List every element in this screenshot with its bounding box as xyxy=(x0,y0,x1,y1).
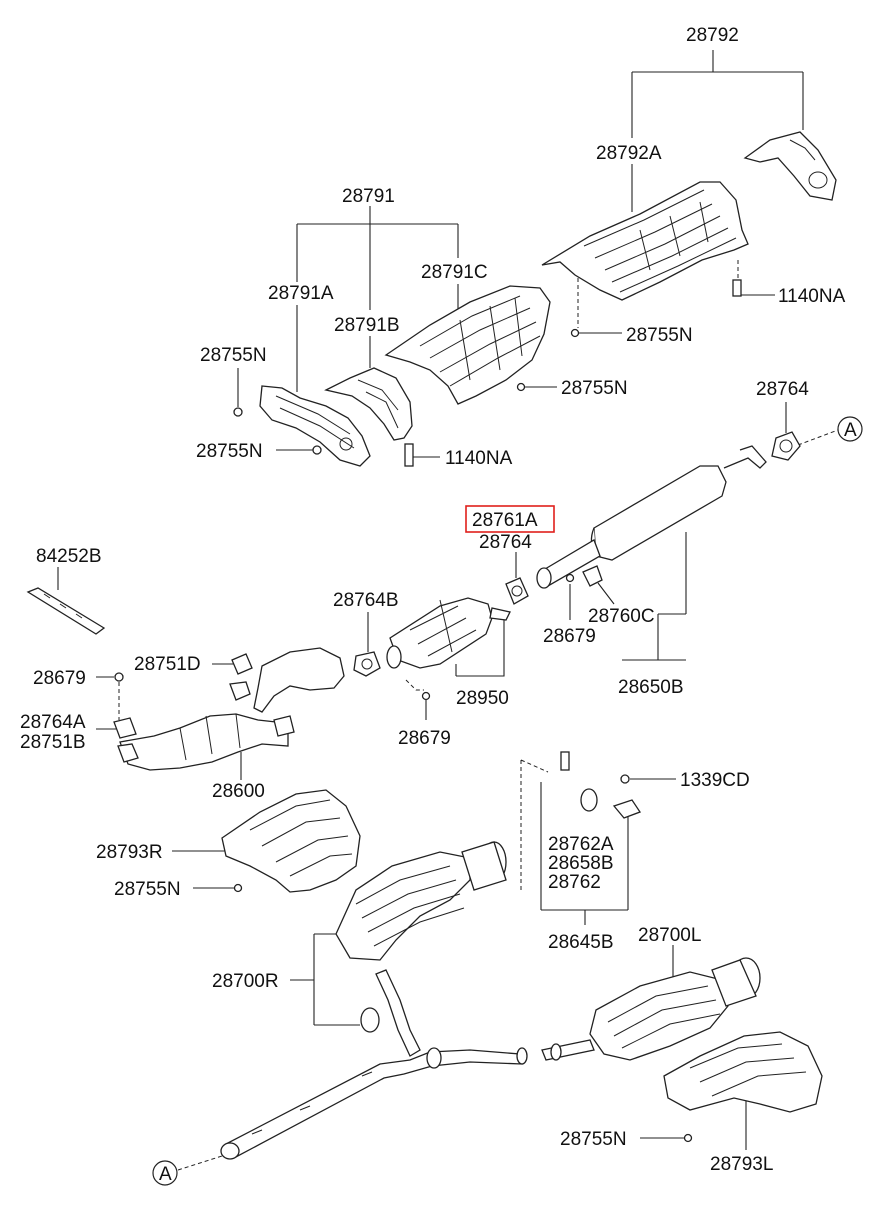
label-28950: 28950 xyxy=(456,688,509,709)
rear-muffler-28700R xyxy=(335,841,507,1033)
label-28755N-f: 28755N xyxy=(560,1129,627,1150)
label-28791: 28791 xyxy=(342,186,395,207)
part-labels: 28792 28792A 28791 28791A 28791B 28791C … xyxy=(20,25,857,1185)
label-28762A: 28762A xyxy=(548,834,614,855)
rear-muffler-28700L xyxy=(589,957,761,1061)
label-28761A: 28761A xyxy=(472,510,538,531)
label-28792: 28792 xyxy=(686,25,739,46)
label-1140NA-top: 1140NA xyxy=(778,286,846,307)
heat-shield-28791A xyxy=(259,385,371,467)
label-28658B: 28658B xyxy=(548,853,614,874)
label-28760C: 28760C xyxy=(588,606,655,627)
label-28764-top: 28764 xyxy=(756,379,809,400)
highlight-box-28761A xyxy=(465,505,555,533)
label-28792A: 28792A xyxy=(596,143,662,164)
heat-shield-28793R xyxy=(221,789,361,893)
label-callout-a-top: A xyxy=(844,420,857,441)
label-28755N-c: 28755N xyxy=(200,345,267,366)
insulation-strip-84252B xyxy=(26,587,106,635)
label-28791A: 28791A xyxy=(268,283,334,304)
heat-shield-28791C xyxy=(384,285,551,405)
label-28650B: 28650B xyxy=(618,677,684,698)
label-28791B: 28791B xyxy=(334,315,400,336)
label-28755N-e: 28755N xyxy=(114,879,181,900)
label-callout-a-bottom: A xyxy=(159,1164,172,1185)
label-28764B: 28764B xyxy=(333,590,399,611)
label-28679-mid: 28679 xyxy=(398,728,451,749)
label-84252B: 84252B xyxy=(36,546,102,567)
hanger-group-28645B xyxy=(560,751,641,819)
label-28764A: 28764A xyxy=(20,712,86,733)
label-28679-left: 28679 xyxy=(33,668,86,689)
label-1140NA-mid: 1140NA xyxy=(445,448,513,469)
label-1339CD: 1339CD xyxy=(680,770,750,791)
label-28751D: 28751D xyxy=(134,654,201,675)
label-28755N-b: 28755N xyxy=(561,378,628,399)
callout-a-top-circle xyxy=(837,416,863,442)
callout-a-bottom-circle xyxy=(152,1160,178,1186)
label-28755N-d: 28755N xyxy=(196,441,263,462)
label-28679-right: 28679 xyxy=(543,626,596,647)
label-28764-mid: 28764 xyxy=(479,532,532,553)
center-muffler-28650B xyxy=(536,431,801,589)
heat-shield-28792A xyxy=(541,181,749,301)
label-28751B: 28751B xyxy=(20,732,86,753)
label-28762: 28762 xyxy=(548,872,601,893)
heat-shield-28792-bracket xyxy=(743,131,837,201)
label-28791C: 28791C xyxy=(421,262,488,283)
label-28793R: 28793R xyxy=(96,842,163,863)
label-28793L: 28793L xyxy=(710,1154,773,1175)
leader-lines xyxy=(57,50,839,1171)
catalytic-converter-28950 xyxy=(386,577,529,701)
label-28700R: 28700R xyxy=(212,971,279,992)
label-28645B: 28645B xyxy=(548,932,614,953)
main-rear-pipe xyxy=(220,969,595,1160)
label-28755N-a: 28755N xyxy=(626,325,693,346)
fasteners-top xyxy=(233,279,742,467)
label-28600: 28600 xyxy=(212,781,265,802)
gasket-28764B xyxy=(353,651,381,677)
front-pipe-28600 xyxy=(113,647,345,771)
heat-shield-28791B xyxy=(324,367,413,441)
callout-circles xyxy=(152,416,863,1186)
label-28700L: 28700L xyxy=(638,925,701,946)
heat-shield-28793L xyxy=(663,1031,823,1143)
